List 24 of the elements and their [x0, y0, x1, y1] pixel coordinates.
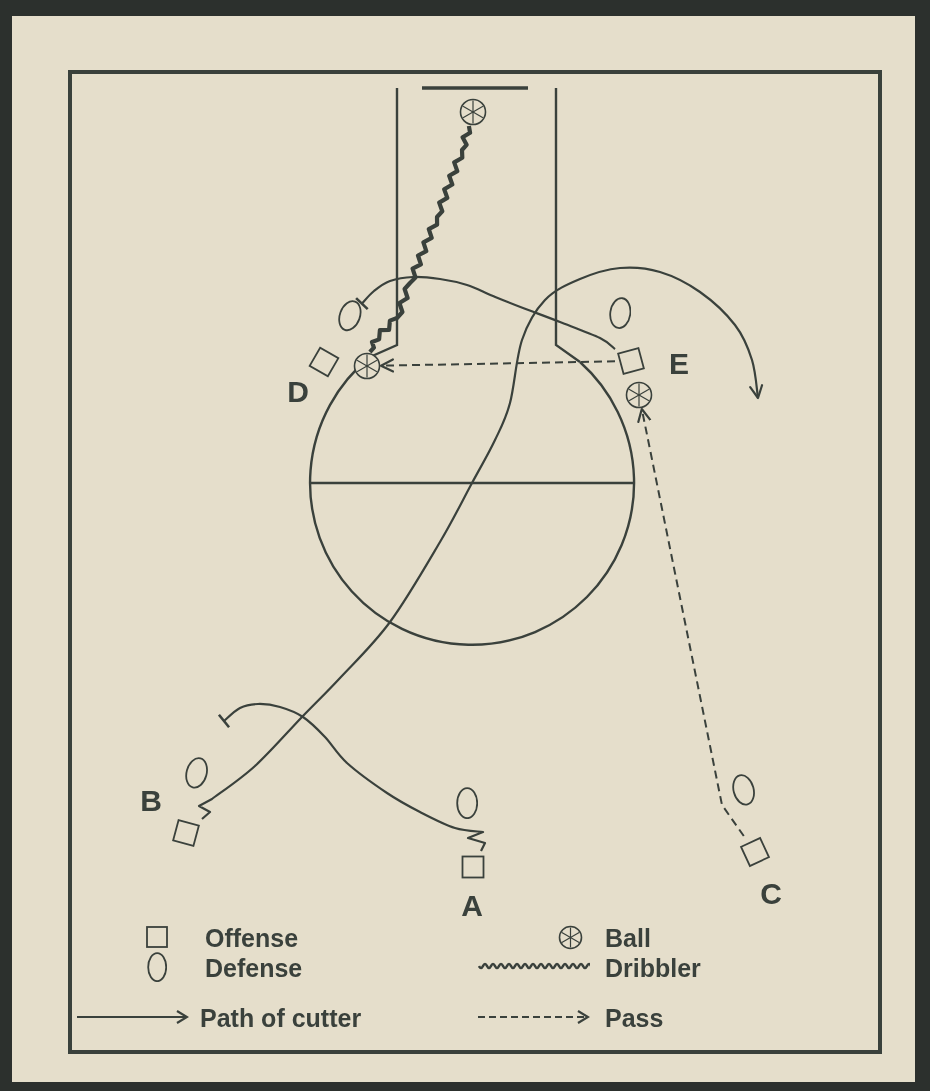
- defender-oval-icon: [732, 774, 756, 806]
- pass-arrow: [379, 358, 616, 373]
- cutter-path: [354, 275, 616, 350]
- ball-icon: [459, 98, 487, 126]
- legend-label: Ball: [605, 923, 651, 953]
- defender-oval-icon: [338, 300, 362, 332]
- player-letter: B: [139, 786, 163, 816]
- defender-oval-icon: [608, 296, 632, 330]
- legend-label: Offense: [205, 923, 299, 953]
- legend-label: Defense: [205, 953, 303, 983]
- player-letter: A: [460, 891, 484, 921]
- ball-icon: [625, 381, 653, 409]
- legend-label: Dribbler: [605, 953, 701, 983]
- pass-arrow: [637, 407, 745, 837]
- player-letter: D: [286, 377, 310, 407]
- player-letter: C: [759, 879, 783, 909]
- legend-label: Pass: [605, 1003, 664, 1033]
- ball-icon: [353, 352, 381, 380]
- cutter-path: [197, 266, 764, 820]
- cutter-path: [217, 702, 487, 852]
- defender-oval-icon: [185, 757, 209, 789]
- dribble-line: [368, 125, 473, 354]
- legend-label: Path of cutter: [200, 1003, 362, 1033]
- player-letter: E: [668, 349, 690, 379]
